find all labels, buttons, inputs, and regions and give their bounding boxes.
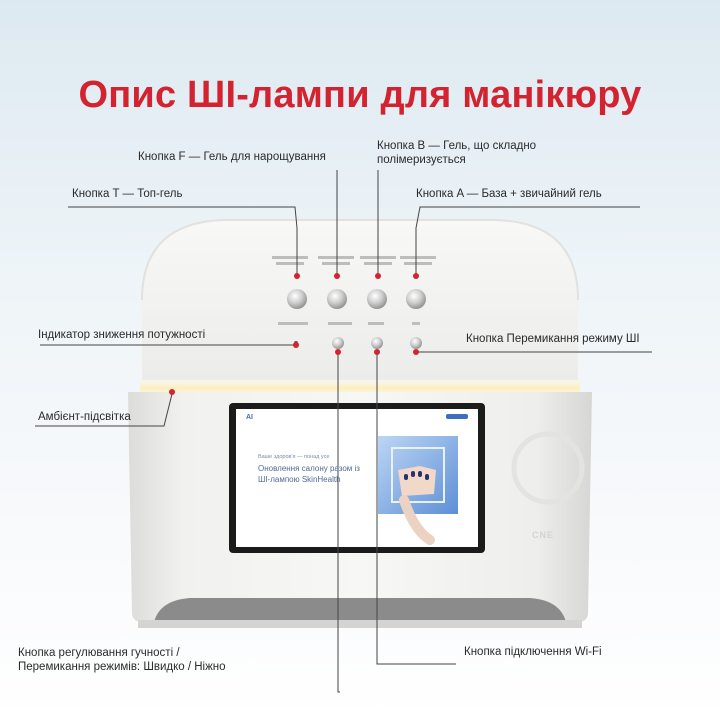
ai-mode-button (410, 337, 422, 349)
screen-headline-2: ШІ-лампою SkinHealth (258, 475, 341, 484)
callout-button-f: Кнопка F — Гель для нарощування (138, 151, 326, 163)
callout-volume-line1: Кнопка регулювання гучності / (18, 647, 180, 659)
button-b (367, 289, 387, 309)
brand-emblem (511, 431, 585, 505)
callout-button-b-line2: полімеризується (377, 154, 466, 166)
gel-mode-buttons (287, 289, 426, 309)
brand-mark: CNE (532, 530, 555, 540)
small-buttons (294, 337, 422, 349)
button-f (327, 289, 347, 309)
callout-button-a: Кнопка A — База + звичайний гель (416, 188, 602, 200)
callout-wifi-button: Кнопка підключення Wi-Fi (464, 646, 602, 658)
callout-ai-mode-button: Кнопка Перемикання режиму ШІ (466, 333, 640, 345)
callout-button-t: Кнопка T — Топ-гель (72, 188, 183, 200)
callout-ambient-light: Амбієнт-підсвітка (38, 411, 131, 423)
callout-button-b-line1: Кнопка B — Гель, що складно (377, 140, 537, 152)
screen-small-text: Ваше здоров'я — понад усе (258, 454, 330, 460)
button-a (406, 289, 426, 309)
page-title: Опис ШІ-лампи для манікюру (78, 74, 642, 116)
screen-headline-1: Оновлення салону разом із (258, 464, 360, 473)
button-t (287, 289, 307, 309)
screen-logo: AI (246, 414, 253, 421)
volume-button (332, 337, 344, 349)
callout-volume-line2: Перемикання режимів: Швидко / Ніжно (18, 661, 226, 673)
wifi-button (371, 337, 383, 349)
lamp-base-slot (154, 598, 566, 622)
lamp-top-cap (142, 220, 578, 380)
callout-power-indicator: Індикатор зниження потужності (38, 329, 206, 341)
